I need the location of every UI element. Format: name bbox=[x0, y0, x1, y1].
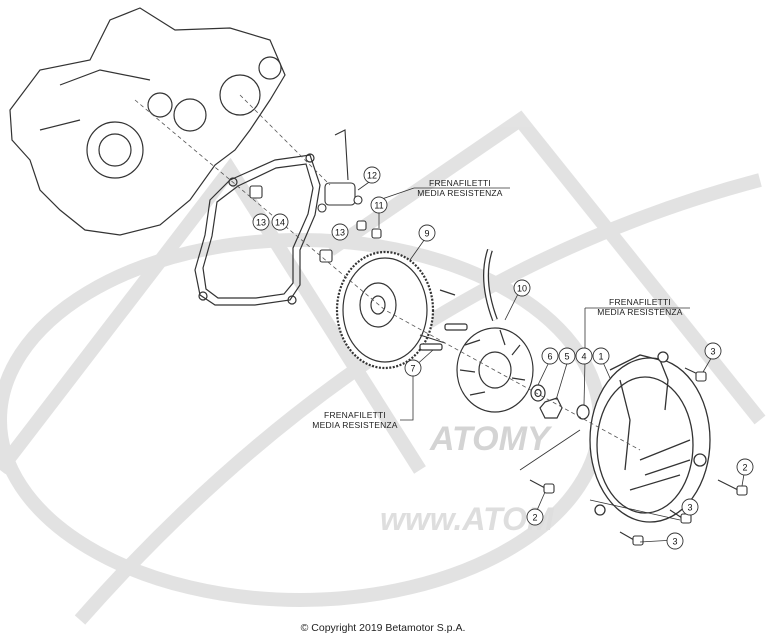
svg-text:10: 10 bbox=[517, 284, 527, 294]
callout-2: 2 bbox=[736, 458, 754, 476]
callout-13: 13 bbox=[331, 223, 349, 241]
callout-6: 6 bbox=[541, 347, 559, 365]
callout-14: 14 bbox=[271, 213, 289, 231]
crankcase bbox=[9, 7, 286, 236]
svg-text:4: 4 bbox=[581, 352, 586, 362]
svg-text:12: 12 bbox=[367, 171, 377, 181]
bolts bbox=[419, 334, 748, 546]
svg-text:5: 5 bbox=[564, 352, 569, 362]
svg-text:13: 13 bbox=[256, 218, 266, 228]
svg-text:6: 6 bbox=[547, 352, 552, 362]
svg-text:3: 3 bbox=[687, 503, 692, 513]
svg-text:2: 2 bbox=[742, 463, 747, 473]
callout-3: 3 bbox=[666, 532, 684, 550]
pickup-sensor bbox=[317, 129, 382, 239]
washer-nut bbox=[530, 384, 590, 420]
axis-lines bbox=[134, 94, 641, 451]
copyright: © Copyright 2019 Betamotor S.p.A. bbox=[300, 622, 466, 634]
svg-text:14: 14 bbox=[275, 218, 285, 228]
watermark-brand: ATOMY bbox=[429, 420, 553, 458]
watermark-text: ATOMY www.ATOM bbox=[380, 420, 555, 537]
callout-3: 3 bbox=[704, 342, 722, 360]
note-threadlocker-upper: FRENAFILETTI MEDIA RESISTENZA bbox=[417, 178, 503, 198]
dowel-pins bbox=[249, 185, 333, 263]
callout-3: 3 bbox=[681, 498, 699, 516]
svg-text:3: 3 bbox=[672, 537, 677, 547]
gasket bbox=[194, 153, 321, 306]
flywheel bbox=[335, 250, 456, 370]
callout-4: 4 bbox=[575, 347, 593, 365]
svg-text:13: 13 bbox=[335, 228, 345, 238]
svg-text:3: 3 bbox=[710, 347, 715, 357]
ignition-cover bbox=[589, 351, 711, 523]
svg-text:7: 7 bbox=[410, 364, 415, 374]
note-threadlocker-right: FRENAFILETTI MEDIA RESISTENZA bbox=[597, 297, 683, 317]
callout-5: 5 bbox=[558, 347, 576, 365]
callout-1: 1 bbox=[592, 347, 610, 365]
svg-text:1: 1 bbox=[598, 352, 603, 362]
callout-2: 2 bbox=[526, 508, 544, 526]
svg-text:2: 2 bbox=[532, 513, 537, 523]
callout-9: 9 bbox=[418, 224, 436, 242]
svg-text:11: 11 bbox=[374, 201, 383, 211]
callout-10: 10 bbox=[513, 279, 531, 297]
callouts: 12 11 13 13 14 9 10 7 6 5 4 1 3 2 2 3 3 bbox=[252, 166, 754, 550]
callout-13: 13 bbox=[252, 213, 270, 231]
svg-text:9: 9 bbox=[424, 229, 429, 239]
callout-7: 7 bbox=[404, 359, 422, 377]
callout-11: 11 bbox=[370, 196, 388, 214]
callout-12: 12 bbox=[363, 166, 381, 184]
watermark-url: www.ATOM bbox=[380, 501, 555, 537]
note-threadlocker-lower: FRENAFILETTI MEDIA RESISTENZA bbox=[312, 410, 398, 430]
